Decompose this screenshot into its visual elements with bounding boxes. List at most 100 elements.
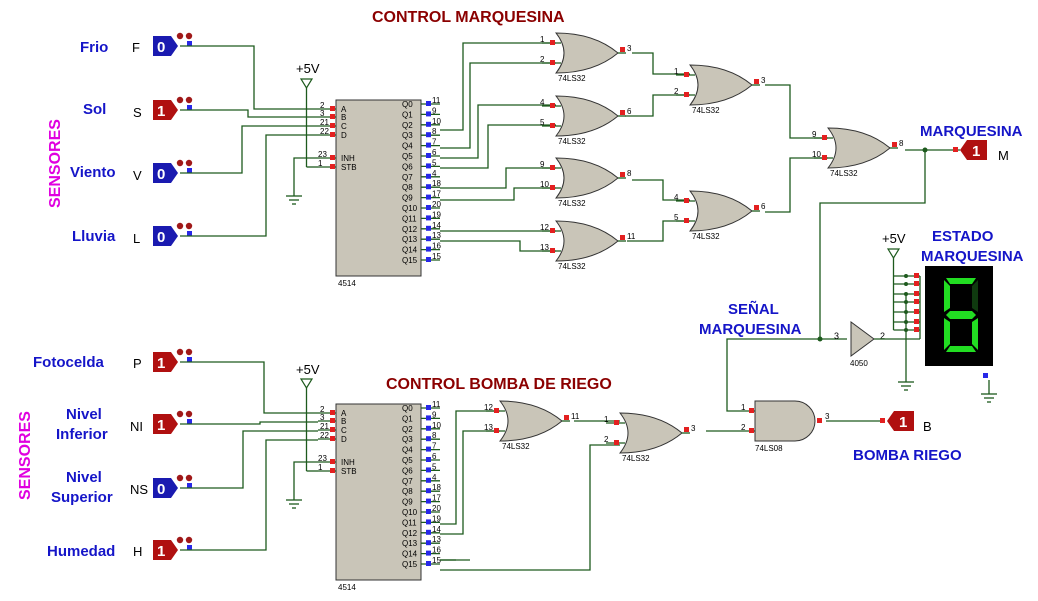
decoder-out-label: Q10 — [402, 204, 418, 213]
wires-top-or-stage — [625, 52, 960, 412]
gate-in-pin: 5 — [540, 118, 545, 127]
decoder-out-label: Q4 — [402, 446, 413, 455]
decoder-out-pin: 20 — [432, 504, 441, 513]
gate-in-pin: 1 — [540, 35, 545, 44]
decoder-ctrl-pin: 23 — [318, 454, 327, 463]
decoder-out-label: Q11 — [402, 518, 417, 527]
gate-out-pin: 8 — [899, 139, 904, 148]
gates-layer: 12374LS3245674LS32910874LS3212131174LS32… — [484, 32, 904, 463]
decoder-out-label: Q2 — [402, 121, 413, 130]
decoder-out-pin: 18 — [432, 483, 441, 492]
logic-state-box[interactable] — [153, 36, 171, 56]
decoder-out-pin: 7 — [432, 138, 437, 147]
decoder-out-pin: 11 — [432, 96, 441, 105]
logic-probe-value: 1 — [972, 143, 980, 160]
input-label: Lluvia — [72, 228, 116, 245]
buffer-4050[interactable]: 4050 3 2 — [834, 321, 920, 368]
decoder-in-pin: 3 — [320, 413, 325, 422]
input-nivel-superior[interactable]: Nivel Superior NS 0 — [51, 469, 178, 506]
output-pin: M — [998, 148, 1009, 163]
decoder-in-pin: 22 — [320, 127, 329, 136]
decoder-out-label: Q14 — [402, 246, 418, 255]
decoder-in-label: B — [341, 113, 346, 122]
decoder-out-label: Q15 — [402, 256, 418, 265]
gate-in-pin: 12 — [540, 223, 549, 232]
decoder-in-pin: 2 — [320, 405, 325, 414]
input-nivel-inferior[interactable]: Nivel Inferior NI 1 — [56, 406, 178, 443]
input-fotocelda[interactable]: Fotocelda P 1 — [33, 352, 178, 372]
decoder-in-pin: 21 — [320, 118, 329, 127]
output-bomba[interactable]: BOMBA RIEGO 1 B — [853, 411, 962, 464]
decoder-in-label: C — [341, 122, 347, 131]
logic-state-box[interactable] — [153, 163, 171, 183]
decoder-in-pin: 22 — [320, 431, 329, 440]
decoder-out-label: Q3 — [402, 131, 413, 140]
decoder-out-label: Q9 — [402, 498, 413, 507]
seven-segment-display[interactable] — [925, 266, 997, 403]
input-sol[interactable]: Sol S 1 — [83, 100, 178, 120]
logic-state-value: 0 — [157, 229, 165, 246]
buffer-out-pin: 2 — [880, 331, 885, 341]
logic-probe-arrow — [960, 140, 967, 160]
output-marquesina[interactable]: MARQUESINA 1 M — [920, 123, 1023, 163]
input-pin: NS — [130, 482, 148, 497]
input-frio[interactable]: Frio F 0 — [80, 36, 178, 56]
gate-out-pin: 6 — [761, 202, 766, 211]
logic-state-value: 1 — [157, 103, 165, 120]
gate-in-pin: 2 — [741, 423, 746, 432]
input-viento[interactable]: Viento V 0 — [70, 163, 178, 183]
gate-in-pin: 2 — [674, 87, 679, 96]
logic-state-box[interactable] — [153, 352, 171, 372]
decoder-out-label: Q13 — [402, 235, 418, 244]
decoder-out-pin: 14 — [432, 525, 441, 534]
decoder-in-pin: 3 — [320, 109, 325, 118]
decoder-out-pin: 9 — [432, 106, 437, 115]
decoder-ctrl-pin: 1 — [318, 159, 323, 168]
decoder-out-pin: 5 — [432, 158, 437, 167]
logic-probe-arrow — [887, 411, 894, 431]
segment-e — [944, 318, 950, 350]
gate-in-pin: 10 — [812, 150, 821, 159]
logic-state-box[interactable] — [153, 100, 171, 120]
decoder-out-pin: 7 — [432, 442, 437, 451]
wires-bottom-inputs — [180, 361, 318, 551]
decoder-out-label: Q1 — [402, 110, 413, 119]
decoder-out-label: Q2 — [402, 425, 413, 434]
gate-name: 74LS32 — [558, 199, 586, 208]
gate-in-pin: 4 — [674, 193, 679, 202]
input-lluvia[interactable]: Lluvia L 0 — [72, 226, 178, 246]
gate-name: 74LS32 — [692, 106, 720, 115]
decoder-out-label: Q14 — [402, 550, 418, 559]
supply-top: +5V — [286, 61, 320, 205]
logic-state-box[interactable] — [153, 414, 171, 434]
decoder-out-pin: 8 — [432, 127, 437, 136]
gate-name: 74LS32 — [558, 74, 586, 83]
input-label: Humedad — [47, 543, 115, 560]
logic-state-arrow — [171, 226, 178, 246]
gate-in-pin: 10 — [540, 180, 549, 189]
logic-state-box[interactable] — [153, 478, 171, 498]
logic-state-box[interactable] — [153, 540, 171, 560]
decoder-out-label: Q7 — [402, 173, 413, 182]
input-humedad[interactable]: Humedad H 1 — [47, 540, 178, 560]
decoder-out-label: Q12 — [402, 225, 418, 234]
decoder-out-pin: 13 — [432, 535, 441, 544]
gate-name: 74LS08 — [755, 444, 783, 453]
logic-state-box[interactable] — [153, 226, 171, 246]
logic-state-arrow — [171, 163, 178, 183]
decoder-in-label: A — [341, 105, 347, 114]
segment-b — [972, 280, 978, 312]
